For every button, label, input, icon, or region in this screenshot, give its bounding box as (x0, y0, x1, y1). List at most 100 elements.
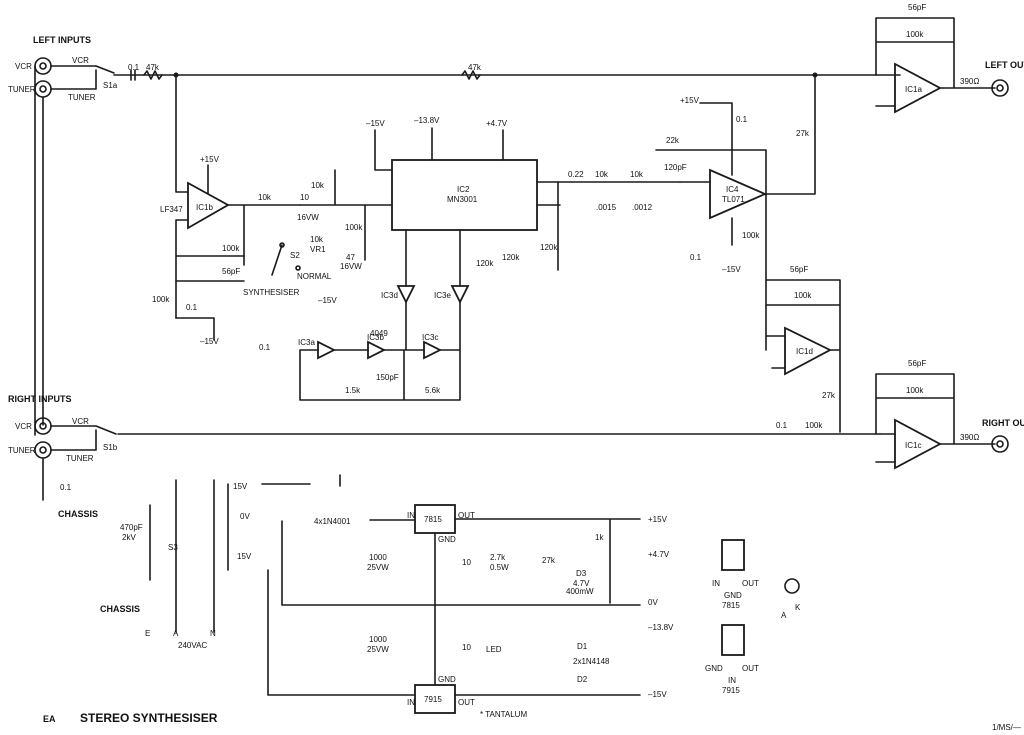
ic1a-opamp (894, 62, 942, 114)
tuner-left-jack (34, 80, 52, 98)
right-inputs-label: RIGHT INPUTS (8, 394, 72, 404)
svg-text:D1: D1 (577, 642, 588, 651)
left-output-label: LEFT OUTPUT (985, 60, 1024, 70)
svg-text:NORMAL: NORMAL (297, 272, 332, 281)
ic1b-stage: IC1b LF347 +15V 10k 10 16VW 100k 56pF 10… (152, 74, 319, 346)
svg-text:N: N (210, 629, 216, 638)
s2-switch[interactable]: S2 NORMAL SYNTHESISER (243, 242, 332, 297)
svg-text:OUT: OUT (458, 698, 475, 707)
right-output-jack (991, 435, 1009, 453)
svg-text:400mW: 400mW (566, 587, 594, 596)
svg-text:–13.8V: –13.8V (414, 116, 440, 125)
svg-text:.0015: .0015 (596, 203, 617, 212)
ic1c-opamp (894, 418, 942, 470)
ic3-clock: 4049 IC3a IC3b IC3c IC3d IC3e –15V 0.1 1… (259, 229, 470, 401)
svg-text:1000: 1000 (369, 553, 387, 562)
svg-text:IC1b: IC1b (196, 203, 213, 212)
svg-text:120k: 120k (540, 243, 558, 252)
left-output-jack (991, 79, 1009, 97)
svg-text:100k: 100k (742, 231, 760, 240)
svg-text:IC3d: IC3d (381, 291, 398, 300)
svg-text:27k: 27k (796, 129, 810, 138)
svg-text:2.7k: 2.7k (490, 553, 506, 562)
s1b-label: S1b (103, 443, 118, 452)
svg-text:0.1: 0.1 (736, 115, 748, 124)
vcr-label: VCR (15, 62, 32, 71)
svg-text:15V: 15V (233, 482, 248, 491)
svg-text:+4.7V: +4.7V (486, 119, 508, 128)
svg-text:–15V: –15V (318, 296, 337, 305)
svg-text:S2: S2 (290, 251, 300, 260)
svg-text:IC3e: IC3e (434, 291, 451, 300)
svg-text:TL071: TL071 (722, 195, 745, 204)
svg-text:VCR: VCR (72, 417, 89, 426)
svg-text:GND: GND (438, 675, 456, 684)
svg-text:100k: 100k (152, 295, 170, 304)
svg-text:IC1d: IC1d (796, 347, 813, 356)
svg-text:A: A (173, 629, 179, 638)
drawing-title: STEREO SYNTHESISER (80, 711, 218, 725)
svg-text:7815: 7815 (424, 515, 442, 524)
svg-text:7915: 7915 (722, 686, 740, 695)
svg-text:0.1: 0.1 (186, 303, 198, 312)
svg-text:TUNER: TUNER (8, 446, 36, 455)
svg-text:0.1: 0.1 (690, 253, 702, 262)
svg-text:25VW: 25VW (367, 563, 389, 572)
svg-text:GND: GND (724, 591, 742, 600)
svg-text:7915: 7915 (424, 695, 442, 704)
logo: EA (43, 714, 56, 724)
svg-text:–13.8V: –13.8V (648, 623, 674, 632)
ic2-block (391, 159, 538, 231)
title-block: EA STEREO SYNTHESISER 1/MS/— (43, 711, 1021, 732)
svg-text:IC1a: IC1a (905, 85, 922, 94)
svg-text:IC3b: IC3b (367, 333, 384, 342)
svg-text:OUT: OUT (742, 664, 759, 673)
svg-text:4x1N4001: 4x1N4001 (314, 517, 351, 526)
svg-text:VR1: VR1 (310, 245, 326, 254)
right-output-label: RIGHT OUTPUT (982, 418, 1024, 428)
svg-text:OUT: OUT (458, 511, 475, 520)
ic1c-stage: IC1c 56pF 100k 390Ω RIGHT OUTPUT (875, 359, 1024, 470)
chassis-label: CHASSIS (58, 509, 98, 519)
svg-text:K: K (795, 603, 801, 612)
svg-text:27k: 27k (822, 391, 836, 400)
svg-text:10k: 10k (311, 181, 325, 190)
svg-text:240VAC: 240VAC (178, 641, 207, 650)
svg-text:470pF: 470pF (120, 523, 143, 532)
svg-text:IC3c: IC3c (422, 333, 438, 342)
svg-text:.0012: .0012 (632, 203, 653, 212)
svg-text:D2: D2 (577, 675, 588, 684)
power-supply: 470pF 2kV S3 CHASSIS E A N 240VAC 15V 0V… (100, 474, 674, 719)
svg-text:0.1: 0.1 (259, 343, 271, 352)
svg-text:0V: 0V (648, 598, 658, 607)
svg-text:25VW: 25VW (367, 645, 389, 654)
svg-text:47k: 47k (468, 63, 482, 72)
svg-text:120k: 120k (502, 253, 520, 262)
svg-text:2kV: 2kV (122, 533, 136, 542)
tuner-label: TUNER (8, 85, 36, 94)
svg-text:5.6k: 5.6k (425, 386, 441, 395)
svg-text:+15V: +15V (680, 96, 700, 105)
svg-text:A: A (781, 611, 787, 620)
svg-text:IC1c: IC1c (905, 441, 921, 450)
svg-text:56pF: 56pF (790, 265, 808, 274)
vcr-left-jack (34, 57, 52, 75)
svg-text:0.1: 0.1 (128, 63, 140, 72)
svg-text:–15V: –15V (366, 119, 385, 128)
tantalum-note: * TANTALUM (480, 710, 527, 719)
svg-text:–15V: –15V (200, 337, 219, 346)
svg-text:CHASSIS: CHASSIS (100, 604, 140, 614)
svg-text:GND: GND (705, 664, 723, 673)
svg-text:56pF: 56pF (908, 3, 926, 12)
svg-text:10: 10 (462, 643, 471, 652)
svg-text:100k: 100k (805, 421, 823, 430)
svg-text:D3: D3 (576, 569, 587, 578)
svg-text:2x1N4148: 2x1N4148 (573, 657, 610, 666)
svg-text:100k: 100k (794, 291, 812, 300)
svg-text:IN: IN (728, 676, 736, 685)
svg-text:1000: 1000 (369, 635, 387, 644)
svg-text:VCR: VCR (15, 422, 32, 431)
svg-text:1k: 1k (595, 533, 604, 542)
svg-text:0.22: 0.22 (568, 170, 584, 179)
svg-text:4.7V: 4.7V (573, 579, 590, 588)
